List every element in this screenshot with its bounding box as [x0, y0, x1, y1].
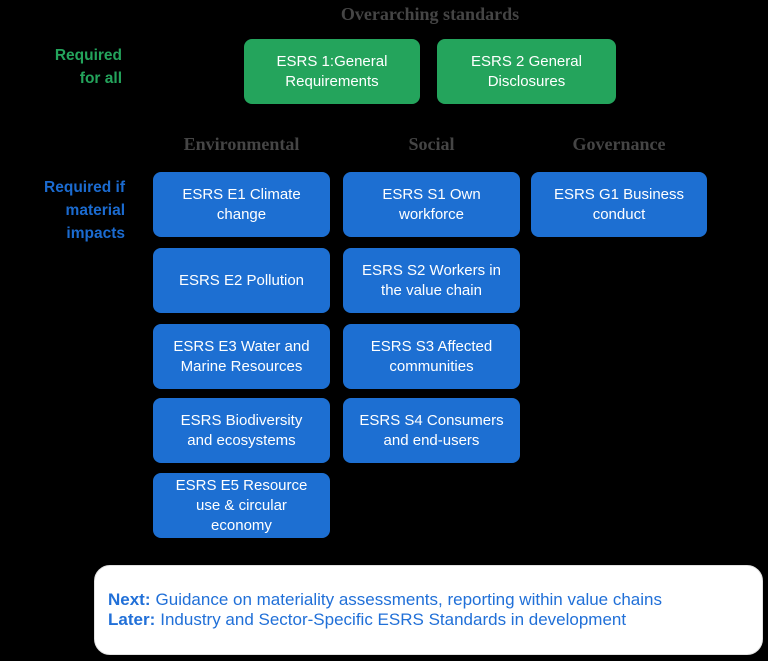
footer-next-text: Guidance on materiality assessments, rep…	[155, 590, 662, 609]
footer-note-box: Next:Guidance on materiality assessments…	[94, 565, 763, 655]
box-esrs-biodiversity-ecosystems: ESRS Biodiversity and ecosystems	[153, 398, 330, 463]
footer-later-text: Industry and Sector-Specific ESRS Standa…	[160, 610, 627, 629]
box-esrs-e3-water-marine: ESRS E3 Water and Marine Resources	[153, 324, 330, 389]
box-esrs-s4-consumers-end-users: ESRS S4 Consumers and end-users	[343, 398, 520, 463]
box-esrs-g1-business-conduct: ESRS G1 Business conduct	[531, 172, 707, 237]
side-label-required-for-all: Required for all	[54, 47, 122, 87]
footer-later-label: Later:	[108, 610, 156, 629]
footer-later-line: Later:Industry and Sector-Specific ESRS …	[108, 610, 762, 630]
column-header-social: Social	[408, 134, 455, 154]
column-header-governance: Governance	[572, 134, 666, 154]
box-esrs-1-general-requirements: ESRS 1:General Requirements	[244, 39, 420, 104]
box-esrs-e1-climate-change: ESRS E1 Climate change	[153, 172, 330, 237]
diagram-title: Overarching standards	[340, 4, 520, 24]
box-esrs-s3-affected-communities: ESRS S3 Affected communities	[343, 324, 520, 389]
box-esrs-s1-own-workforce: ESRS S1 Own workforce	[343, 172, 520, 237]
box-esrs-e2-pollution: ESRS E2 Pollution	[153, 248, 330, 313]
box-esrs-s2-value-chain-workers: ESRS S2 Workers in the value chain	[343, 248, 520, 313]
column-header-environmental: Environmental	[183, 134, 300, 154]
box-esrs-2-general-disclosures: ESRS 2 General Disclosures	[437, 39, 616, 104]
box-esrs-e5-resource-circular: ESRS E5 Resource use & circular economy	[153, 473, 330, 538]
side-label-required-if-material: Required if material impacts	[44, 179, 125, 242]
footer-next-label: Next:	[108, 590, 151, 609]
footer-next-line: Next:Guidance on materiality assessments…	[108, 590, 762, 610]
